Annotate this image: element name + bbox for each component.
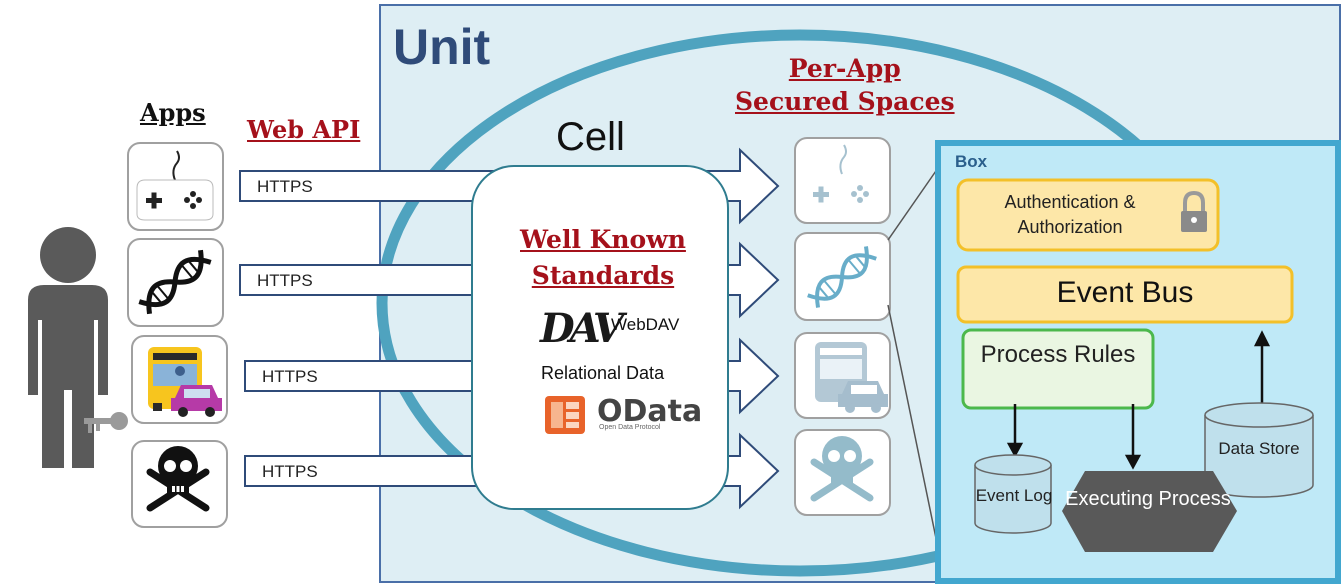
webdav-label: WebDAV [611,315,680,334]
per-app-title-line1: Per-App [788,54,901,83]
process-rules-block [961,328,1155,410]
cell-title: Cell [556,115,625,159]
webdav-logo: DAV [539,305,633,352]
process-rules-label: Process Rules [980,341,1136,368]
executing-process-hexagon [1062,471,1237,552]
dna-icon [138,249,212,315]
bus-car-icon [148,347,222,417]
per-app-title-line2: Secured Spaces [735,87,955,116]
https-label-4: HTTPS [262,462,318,481]
https-label-2: HTTPS [257,271,313,290]
user-figure [28,227,108,468]
skull-crossbones-icon [146,446,210,512]
event-bus-block [956,265,1294,324]
apps-title: Apps [140,98,206,127]
odata-label: OData [597,394,703,429]
box-title: Box [955,152,988,171]
odata-logo [545,396,585,434]
key-icon [84,412,128,433]
standards-title-line1: Well Known [520,225,686,254]
auth-label: Authentication & Authorization [1004,192,1136,237]
bus-car-icon [815,342,888,413]
standards-title: Well Known Standards [520,222,686,294]
odata-subtitle: Open Data Protocol [599,424,661,431]
svg-text:DAV: DAV [539,305,628,352]
gamepad-icon [813,144,869,203]
event-log-label: Event Log [975,486,1053,505]
event-bus-label: Event Bus [1056,276,1194,309]
space-frame-1 [794,137,891,224]
lock-icon [1181,190,1207,232]
web-api-title: Web API [247,115,361,144]
per-app-title: Per-App Secured Spaces [735,52,955,118]
data-store-cylinder [1204,402,1314,498]
auth-block [956,178,1220,252]
zoom-line-top [887,167,939,241]
cell-standards-box [471,165,729,510]
https-label-1: HTTPS [257,177,313,196]
executing-process-label: Executing Process [1065,488,1231,510]
event-log-cylinder [974,454,1052,534]
https-label-3: HTTPS [262,367,318,386]
relational-data-label: Relational Data [541,363,665,383]
process-arrows [1006,330,1271,470]
standards-title-line2: Standards [531,261,675,290]
gamepad-icon [136,150,214,221]
skull-crossbones-icon [810,436,874,502]
unit-title: Unit [393,19,491,75]
data-store-label: Data Store [1218,439,1300,458]
dna-icon [807,246,877,308]
